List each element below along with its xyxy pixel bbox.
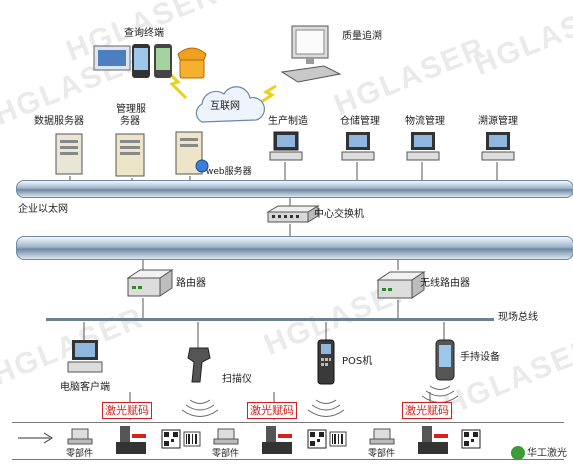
pc-client-icon	[67, 340, 103, 373]
router-icon	[126, 269, 174, 297]
brand-badge: 华工激光	[511, 444, 567, 460]
brand-name: 华工激光	[527, 448, 567, 459]
qr-code-icon	[307, 429, 347, 449]
part-icon	[213, 428, 239, 445]
mgmt-server-icon	[115, 133, 145, 177]
wechat-icon	[511, 446, 525, 460]
web-server-icon	[175, 131, 209, 175]
data-server-icon	[55, 133, 83, 175]
wireless-router-icon	[376, 271, 426, 299]
field-bus-label: 现场总线	[498, 312, 538, 323]
warehouse-label: 仓储管理	[340, 116, 380, 127]
scanner-icon	[187, 347, 211, 383]
handheld-device-icon	[435, 339, 455, 381]
laser-marking-machine-icon	[418, 426, 448, 454]
quality-trace-label: 质量追溯	[342, 31, 382, 42]
handheld-label: 手持设备	[460, 352, 500, 363]
wireless-router-label: 无线路由器	[420, 278, 470, 289]
backbone-bus	[16, 236, 573, 260]
part-icon	[369, 428, 395, 445]
laser-coding-label-2: 激光赋码	[247, 402, 297, 419]
web-server-label: web服务器	[206, 167, 252, 177]
conveyor-arrow-icon	[18, 432, 53, 444]
part-label: 零部件	[212, 449, 240, 459]
quality-trace-monitor-icon	[280, 25, 342, 83]
production-pc-icon	[269, 131, 303, 161]
warehouse-pc-icon	[341, 132, 375, 161]
part-icon	[67, 428, 93, 445]
query-terminal-devices-icon	[93, 44, 207, 79]
ethernet-label: 企业以太网	[18, 204, 68, 215]
conveyor-line	[12, 422, 564, 460]
trace-mgmt-label: 溯源管理	[478, 116, 518, 127]
pc-client-label: 电脑客户端	[60, 382, 110, 393]
logistics-pc-icon	[406, 132, 440, 161]
field-bus-line	[46, 318, 494, 321]
trace-mgmt-pc-icon	[481, 132, 515, 161]
laser-coding-label-1: 激光赋码	[102, 402, 152, 419]
core-switch-label: 中心交换机	[314, 209, 364, 220]
query-terminal-label: 查询终端	[124, 28, 164, 39]
data-server-label: 数据服务器	[34, 116, 84, 127]
scanner-label: 扫描仪	[222, 374, 252, 385]
qr-code-icon	[161, 429, 201, 449]
pos-label: POS机	[342, 356, 373, 367]
core-switch-icon	[266, 205, 320, 223]
pos-terminal-icon	[317, 339, 335, 385]
production-label: 生产制造	[268, 116, 308, 127]
internet-cloud-icon	[195, 86, 265, 123]
part-label: 零部件	[368, 449, 396, 459]
qr-code-icon	[461, 429, 481, 449]
enterprise-ethernet-bus	[16, 180, 573, 198]
mgmt-server-label-line1: 管理服	[116, 104, 146, 115]
mgmt-server-label-line2: 务器	[120, 116, 140, 127]
laser-coding-label-3: 激光赋码	[402, 402, 452, 419]
part-label: 零部件	[66, 449, 94, 459]
laser-marking-machine-icon	[262, 426, 292, 454]
router-label: 路由器	[176, 278, 206, 289]
internet-label: 互联网	[210, 101, 240, 112]
logistics-label: 物流管理	[405, 116, 445, 127]
laser-marking-machine-icon	[116, 426, 146, 454]
